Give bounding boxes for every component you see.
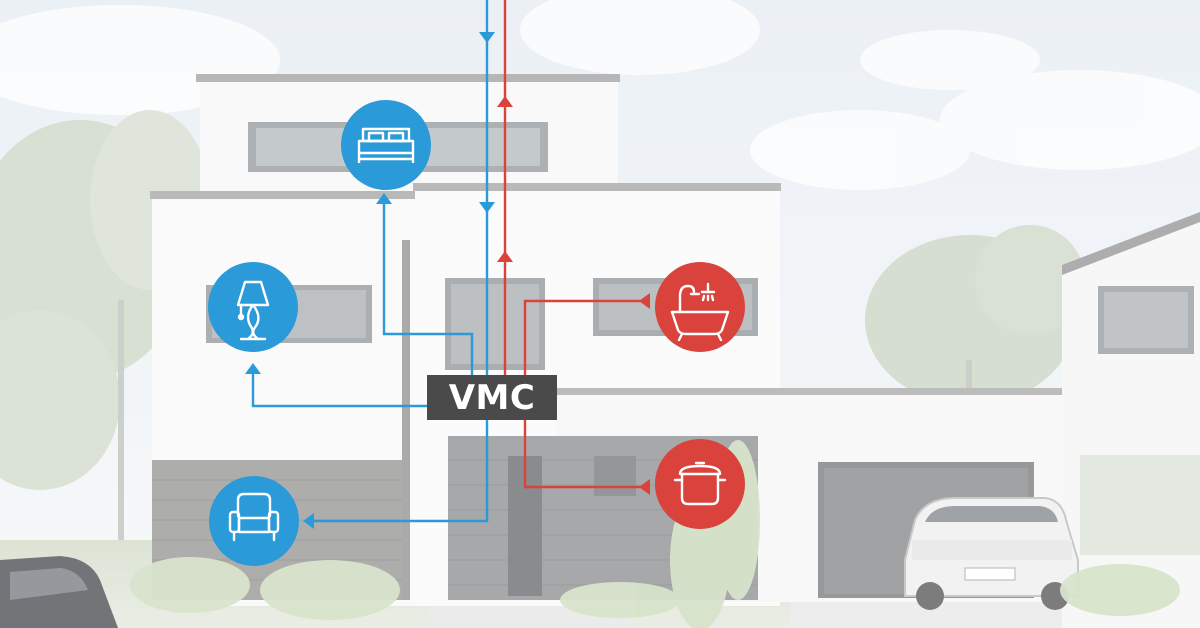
vmc-unit-label: VMC xyxy=(427,375,557,420)
room-bathroom xyxy=(655,262,745,352)
arrow-left-icon xyxy=(639,479,650,495)
arrow-up-icon xyxy=(497,251,513,262)
arrow-down-icon xyxy=(479,32,495,43)
armchair-icon xyxy=(228,492,280,542)
airflow-arrows xyxy=(245,32,650,529)
airflow-lines xyxy=(251,0,648,523)
car-dark xyxy=(0,556,118,628)
room-kitchen xyxy=(655,439,745,529)
extract-line-bathroom xyxy=(523,299,648,375)
trees-left xyxy=(0,110,210,560)
arrow-left-icon xyxy=(639,293,650,309)
arrow-up-icon xyxy=(376,193,392,204)
supply-line-armchair xyxy=(312,420,489,523)
extract-line-kitchen xyxy=(523,420,648,489)
arrow-left-icon xyxy=(303,513,314,529)
room-living xyxy=(208,262,298,352)
lamp-icon xyxy=(236,280,270,341)
tree-right xyxy=(865,225,1085,405)
bed-icon xyxy=(357,127,415,163)
arrow-up-icon xyxy=(497,96,513,107)
supply-line-bedroom xyxy=(382,202,474,375)
arrow-down-icon xyxy=(479,202,495,213)
supply-line-lamp xyxy=(251,372,427,408)
room-lounge xyxy=(209,476,299,566)
room-bedroom xyxy=(341,100,431,190)
arrow-up-icon xyxy=(245,363,261,374)
cooking-pot-icon xyxy=(673,461,727,506)
bathtub-shower-icon xyxy=(670,282,730,342)
neighbour-house xyxy=(1062,212,1200,628)
car-suv xyxy=(904,497,1079,610)
